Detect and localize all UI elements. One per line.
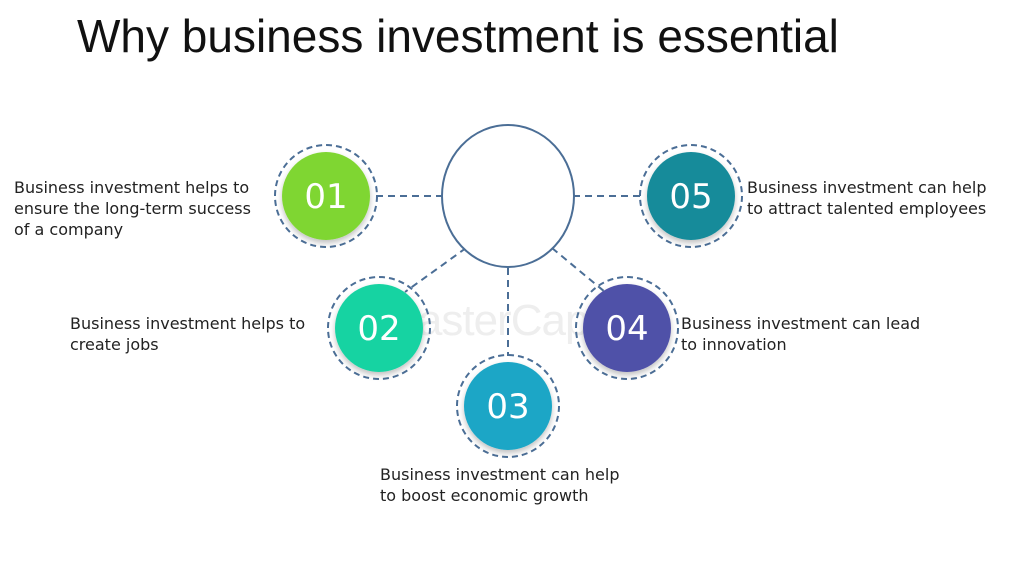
node-01-dashed-ring <box>274 144 378 248</box>
node-03-circle <box>464 362 552 450</box>
item-02-description: Business investment helps to create jobs <box>70 314 306 354</box>
node-05-number: 05 <box>669 177 712 217</box>
item-01-description: Business investment helps to ensure the … <box>14 178 251 239</box>
connector-02 <box>404 247 467 293</box>
item-03-description: Business investment can help to boost ec… <box>380 465 620 505</box>
node-01-circle <box>282 152 370 240</box>
node-04-number: 04 <box>605 309 648 349</box>
node-05: 05 <box>639 144 743 248</box>
node-02-circle <box>335 284 423 372</box>
node-04-circle <box>583 284 671 372</box>
node-04-dashed-ring <box>575 276 679 380</box>
item-05-description: Business investment can help to attract … <box>747 178 987 218</box>
node-02: 02 <box>327 276 431 380</box>
item-04-description: Business investment can lead to innovati… <box>681 314 921 354</box>
node-02-dashed-ring <box>327 276 431 380</box>
node-05-circle <box>647 152 735 240</box>
connector-04 <box>551 247 606 293</box>
node-02-number: 02 <box>357 309 400 349</box>
node-03-number: 03 <box>486 387 529 427</box>
slide-title: Why business investment is essential <box>77 10 839 62</box>
node-04: 04 <box>575 276 679 380</box>
node-05-dashed-ring <box>639 144 743 248</box>
node-01: 01 <box>274 144 378 248</box>
node-01-number: 01 <box>304 177 347 217</box>
node-03-dashed-ring <box>456 354 560 458</box>
central-hub-circle <box>441 124 575 268</box>
node-03: 03 <box>456 354 560 458</box>
